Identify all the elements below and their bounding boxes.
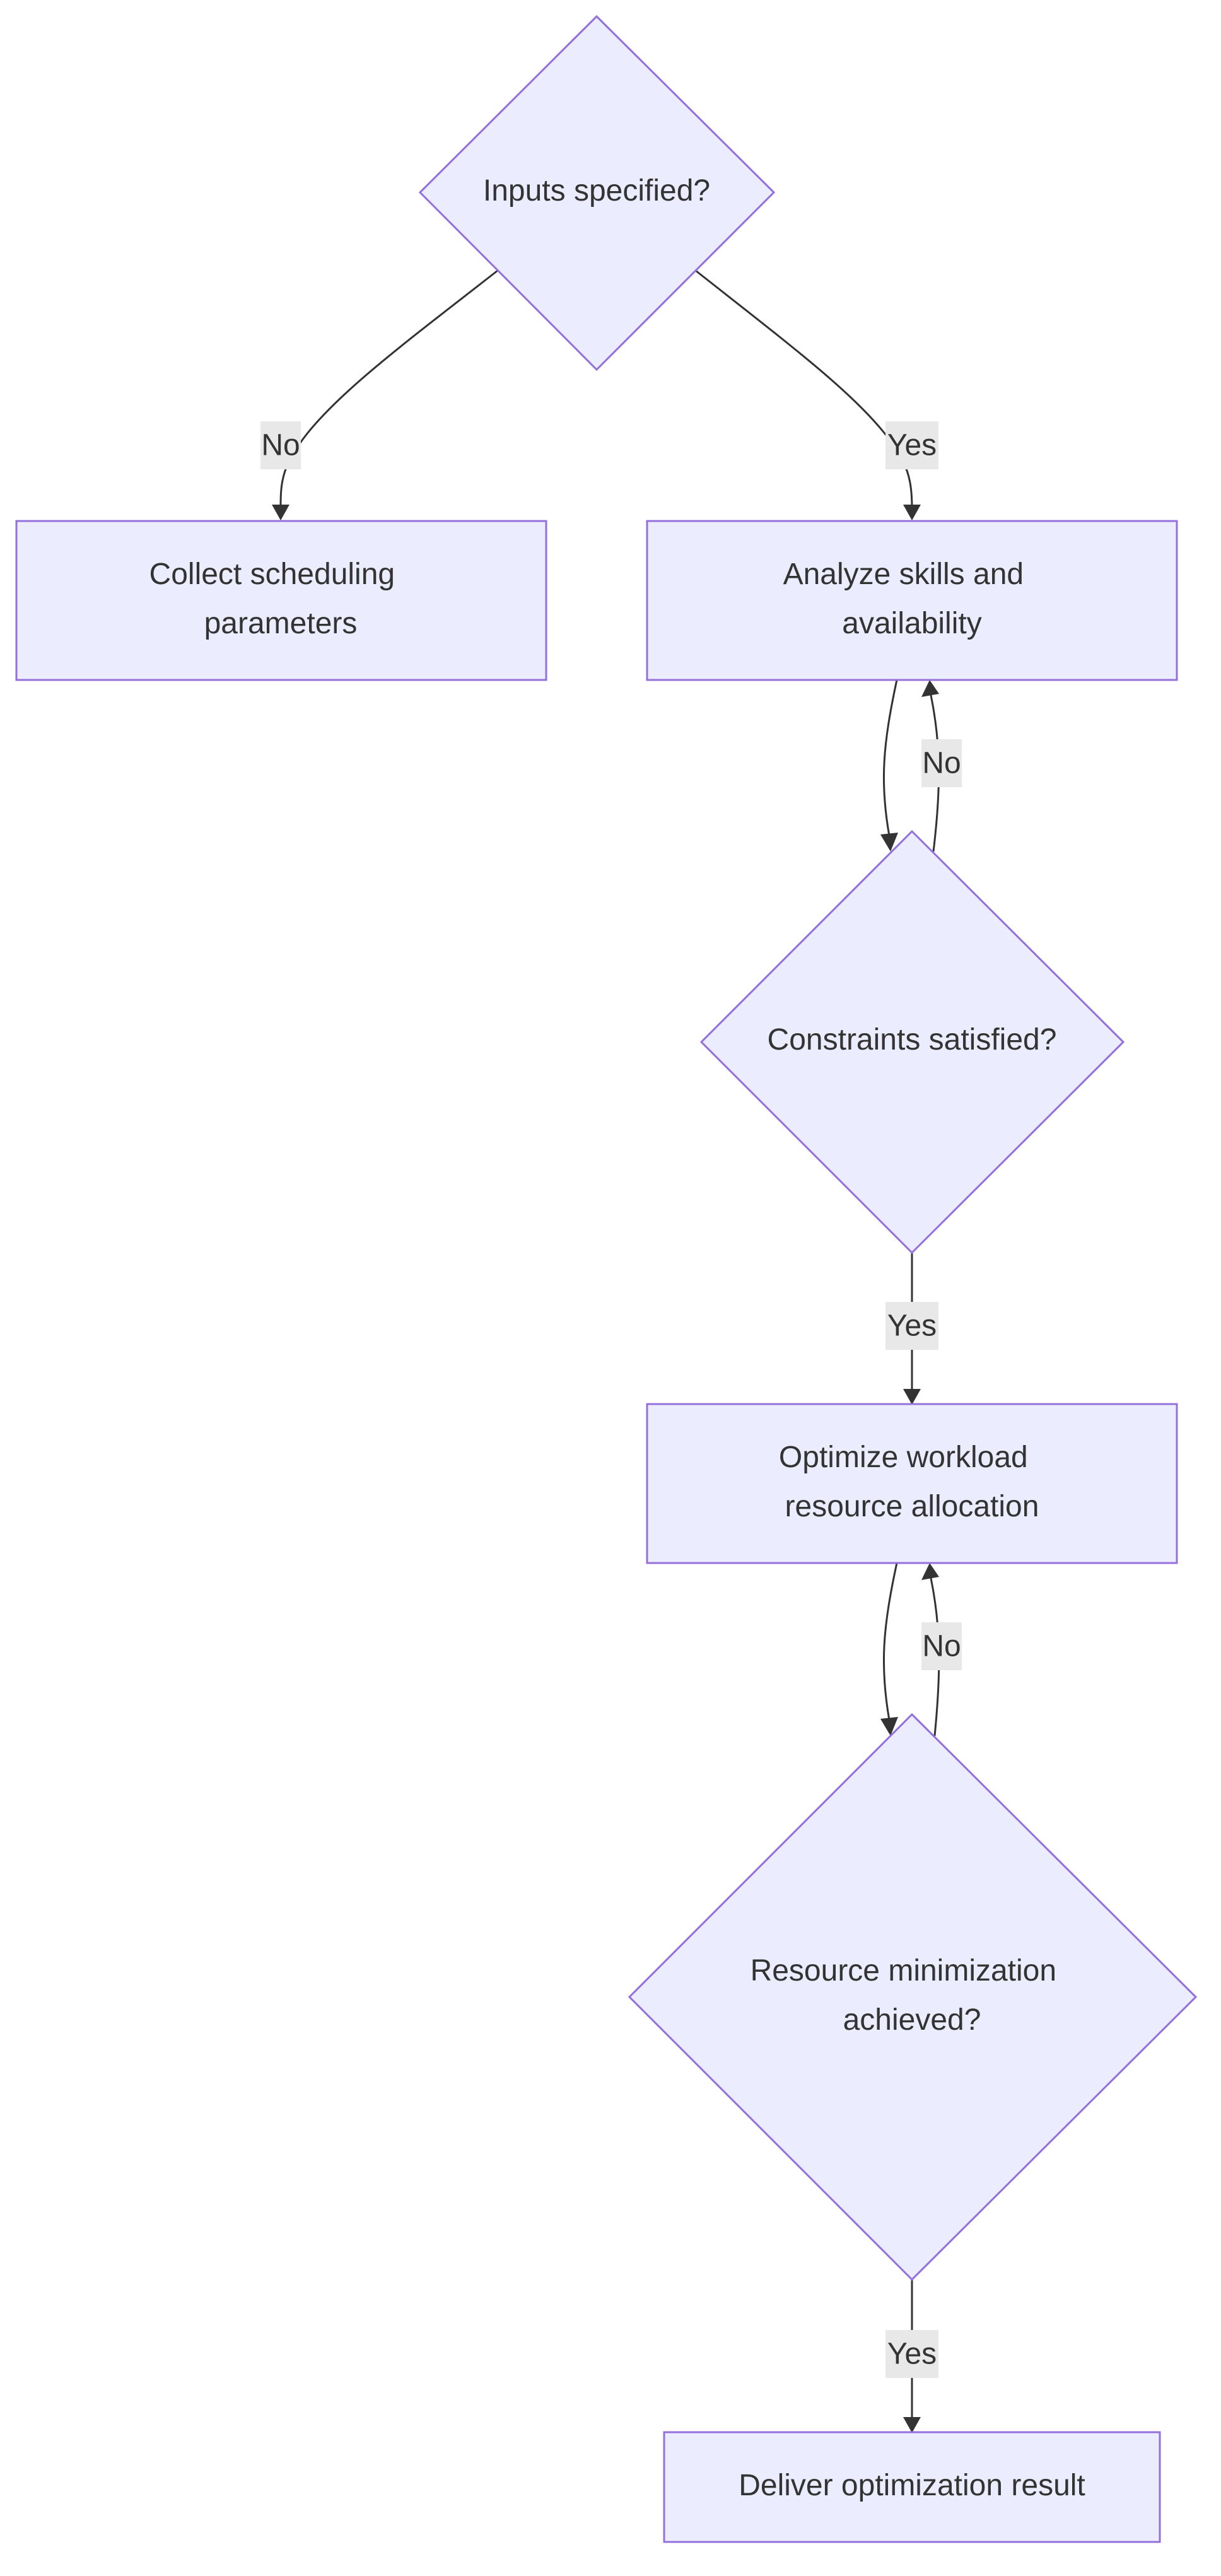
- process-analyze-skills-availability-line-1: Analyze skills and: [783, 558, 1024, 591]
- decision-inputs-specified-label: Inputs specified?: [483, 174, 710, 208]
- edge-constraints-to-analyze-label-bg: [921, 739, 962, 787]
- process-collect-scheduling-parameters: Collect scheduling parameters: [15, 520, 547, 681]
- decision-resource-minimization-line-2: achieved?: [843, 2003, 981, 2037]
- edge-inputs-to-analyze-arrow: [903, 505, 921, 520]
- process-deliver-optimization-result-shape: [663, 2431, 1161, 2543]
- decision-inputs-specified-shape: [418, 15, 776, 372]
- edge-inputs-to-collect-label: No: [261, 429, 300, 462]
- edge-resource-to-deliver-label-bg: [885, 2330, 938, 2378]
- edge-resource-to-deliver: Yes: [885, 2278, 938, 2433]
- decision-constraints-satisfied-label: Constraints satisfied?: [768, 1023, 1057, 1057]
- process-collect-scheduling-parameters-label: Collect scheduling parameters: [149, 558, 404, 640]
- process-collect-scheduling-parameters-shape: [15, 520, 547, 681]
- edge-inputs-to-analyze-label: Yes: [887, 429, 937, 462]
- decision-resource-minimization-line-1: Resource minimization: [751, 1954, 1057, 1988]
- edge-optimize-to-resource: [880, 1562, 898, 1736]
- decision-constraints-satisfied-shape: [699, 829, 1125, 1255]
- edge-analyze-to-constraints-line: [882, 679, 898, 836]
- edge-inputs-to-analyze-line: [695, 269, 913, 505]
- decision-resource-minimization-label: Resource minimization achieved?: [751, 1954, 1065, 2037]
- decision-constraints-satisfied: Constraints satisfied?: [699, 829, 1125, 1255]
- decision-resource-minimization: Resource minimization achieved?: [628, 1712, 1198, 2281]
- edge-inputs-to-collect-label-bg: [260, 421, 301, 469]
- decision-inputs-specified: Inputs specified?: [418, 15, 776, 372]
- edge-constraints-to-analyze: No: [921, 680, 962, 852]
- process-deliver-optimization-result-label: Deliver optimization result: [739, 2469, 1085, 2502]
- edge-inputs-to-collect-line: [279, 269, 498, 505]
- process-analyze-skills-availability-line-2: availability: [842, 607, 981, 640]
- process-collect-scheduling-parameters-line-2: parameters: [204, 607, 358, 640]
- edge-resource-to-optimize: No: [921, 1563, 962, 1736]
- process-optimize-resource-allocation-shape: [646, 1403, 1178, 1564]
- process-analyze-skills-availability: Analyze skills and availability: [646, 520, 1178, 681]
- edge-constraints-to-optimize-label-bg: [885, 1302, 938, 1350]
- edge-constraints-to-optimize: Yes: [885, 1251, 938, 1405]
- edge-inputs-to-collect-arrow: [272, 505, 289, 520]
- edge-constraints-to-analyze-label: No: [922, 747, 961, 780]
- decision-inputs-specified-line-1: Inputs specified?: [483, 174, 710, 208]
- edge-analyze-to-constraints: [880, 679, 898, 852]
- edge-analyze-to-constraints-arrow: [880, 833, 898, 852]
- edge-optimize-to-resource-line: [882, 1562, 898, 1721]
- edge-resource-to-optimize-label: No: [922, 1630, 961, 1663]
- edge-resource-to-optimize-arrow: [921, 1563, 939, 1580]
- decision-resource-minimization-shape: [628, 1712, 1198, 2281]
- edge-inputs-to-analyze-label-bg: [885, 421, 938, 469]
- process-collect-scheduling-parameters-line-1: Collect scheduling: [149, 558, 395, 591]
- decision-constraints-satisfied-line-1: Constraints satisfied?: [768, 1023, 1057, 1057]
- edge-constraints-to-optimize-arrow: [903, 1389, 921, 1405]
- process-deliver-optimization-result: Deliver optimization result: [663, 2431, 1161, 2543]
- process-optimize-resource-allocation: Optimize workload resource allocation: [646, 1403, 1178, 1564]
- process-deliver-optimization-result-line-1: Deliver optimization result: [739, 2469, 1085, 2502]
- process-analyze-skills-availability-shape: [646, 520, 1178, 681]
- process-optimize-resource-allocation-label: Optimize workload resource allocation: [779, 1441, 1039, 1523]
- process-analyze-skills-availability-label: Analyze skills and availability: [783, 558, 1032, 640]
- edge-constraints-to-analyze-arrow: [921, 680, 939, 697]
- edge-inputs-to-analyze: Yes: [695, 269, 938, 520]
- edge-optimize-to-resource-arrow: [880, 1717, 898, 1736]
- process-optimize-resource-allocation-line-1: Optimize workload: [779, 1441, 1028, 1474]
- process-optimize-resource-allocation-line-2: resource allocation: [785, 1490, 1039, 1523]
- edge-resource-to-deliver-label: Yes: [887, 2338, 937, 2371]
- edge-resource-to-optimize-label-bg: [921, 1622, 962, 1670]
- edge-inputs-to-collect: No: [260, 269, 498, 520]
- edge-constraints-to-optimize-label: Yes: [887, 1309, 937, 1343]
- edge-resource-to-deliver-arrow: [903, 2417, 921, 2433]
